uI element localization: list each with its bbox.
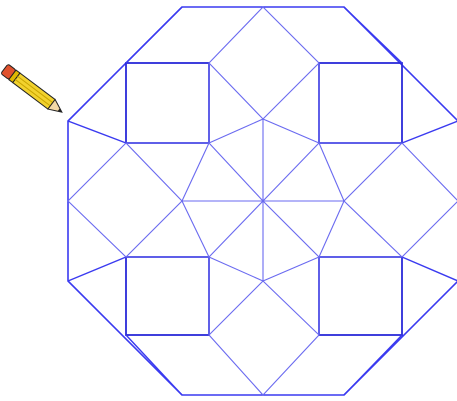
canvas[interactable]	[0, 0, 457, 401]
octagon-star-tessellation[interactable]	[0, 0, 457, 401]
